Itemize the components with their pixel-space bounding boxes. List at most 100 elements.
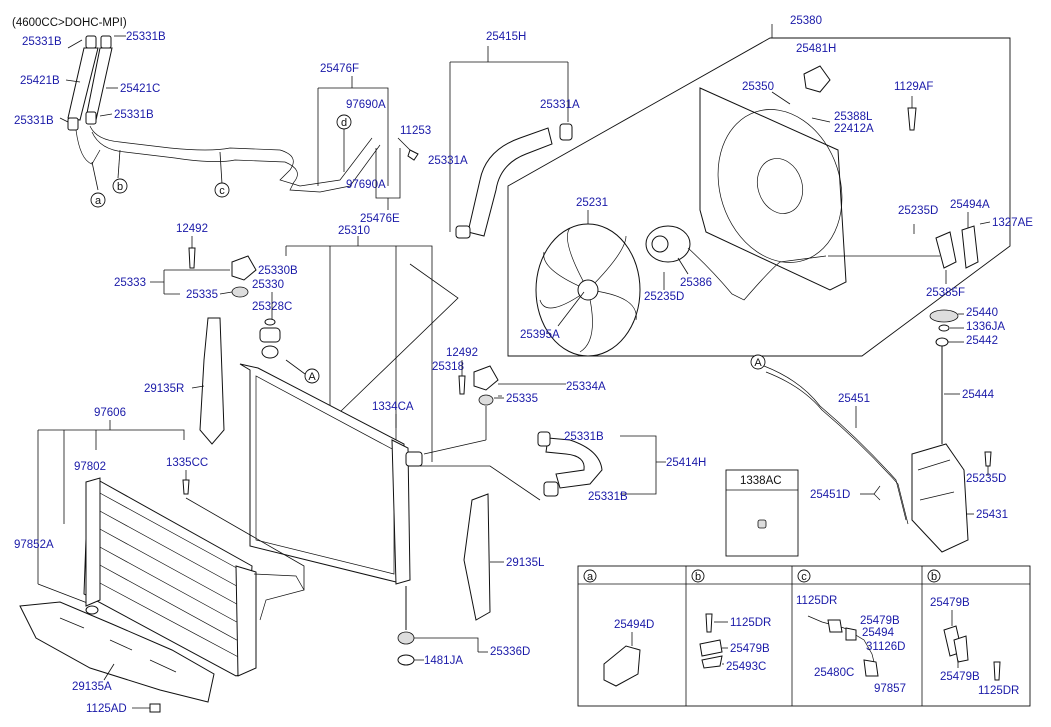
air-guard-29135L (463, 493, 491, 621)
detail-d-25479B-b: 25479B (940, 671, 980, 683)
label-22412A: 22412A (834, 123, 874, 135)
bracket-25330B (231, 255, 257, 281)
label-25421B: 25421B (20, 75, 60, 87)
label-25331A-a: 25331A (540, 99, 580, 111)
label-25476F: 25476F (320, 63, 359, 75)
label-25331B-d: 25331B (114, 109, 154, 121)
label-25440: 25440 (966, 307, 998, 319)
callout-A2 (750, 354, 766, 370)
fan-clip-25481H (803, 65, 831, 93)
label-12492-a: 12492 (176, 223, 208, 235)
label-1336JA: 1336JA (966, 321, 1005, 333)
bracket-25334A (473, 365, 499, 391)
label-25235D-b: 25235D (898, 205, 938, 217)
label-25476E: 25476E (360, 213, 400, 225)
label-25331B-f: 25331B (588, 491, 628, 503)
label-25331A-b: 25331A (428, 155, 468, 167)
clip-1338AC (757, 519, 767, 529)
detail-table: a b c b 25494D 1125DR 25479B 25493C 1125… (577, 565, 1031, 707)
detail-header-c: c (801, 571, 807, 583)
label-25395A: 25395A (520, 329, 560, 341)
label-1125AD: 1125AD (86, 703, 127, 715)
callout-d (336, 114, 352, 130)
label-25334A: 25334A (566, 381, 606, 393)
label-25331B-e: 25331B (564, 431, 604, 443)
label-25415H: 25415H (486, 31, 526, 43)
label-1335CC: 1335CC (166, 457, 208, 469)
detail-c-1125DR: 1125DR (796, 595, 837, 607)
label-97852A: 97852A (14, 539, 54, 551)
label-25335-b: 25335 (506, 393, 538, 405)
label-97606: 97606 (94, 407, 126, 419)
label-11253: 11253 (400, 125, 431, 137)
label-25388L: 25388L (834, 111, 873, 123)
clamp-25331A-a (559, 123, 573, 141)
clamp-25331B-d (85, 111, 97, 125)
label-1334CA: 1334CA (372, 401, 414, 413)
radiator-core (239, 363, 405, 583)
label-12492-b: 12492 (446, 347, 478, 359)
label-25331B-c: 25331B (14, 115, 54, 127)
detail-b-25479B: 25479B (730, 643, 770, 655)
label-29135R: 29135R (144, 383, 184, 395)
air-guard-29135R (199, 317, 225, 445)
label-25414H: 25414H (666, 457, 706, 469)
label-1327AE: 1327AE (992, 217, 1033, 229)
svg-text:b: b (117, 181, 123, 193)
label-25318: 25318 (432, 361, 464, 373)
detail-b-25493C: 25493C (726, 661, 766, 673)
label-29135A: 29135A (72, 681, 112, 693)
label-25235D-a: 25235D (644, 291, 684, 303)
svg-text:A: A (754, 357, 762, 369)
oil-cooler-hose-group (59, 35, 381, 193)
label-25451D: 25451D (810, 489, 850, 501)
detail-d-25479B-a: 25479B (930, 597, 970, 609)
label-25451: 25451 (838, 393, 870, 405)
fan-shroud (699, 87, 847, 291)
clamp-25331A-b (455, 225, 471, 239)
callout-b (112, 178, 128, 194)
label-25235D-c: 25235D (966, 473, 1006, 485)
label-25385F: 25385F (926, 287, 965, 299)
radiator-cap-25330 (259, 327, 281, 343)
clamp-25331B-a (85, 35, 97, 49)
label-25310: 25310 (338, 225, 370, 237)
insulator-25335-b (478, 394, 494, 406)
label-25231: 25231 (576, 197, 608, 209)
lower-radiator-hose (545, 437, 603, 489)
label-25330: 25330 (252, 279, 284, 291)
detail-c-97857: 97857 (874, 683, 906, 695)
label-25331B-a: 25331B (22, 36, 62, 48)
clamp-25331B-b (100, 35, 112, 49)
detail-c-31126D: 31126D (866, 641, 905, 653)
part-box-1338AC (725, 469, 799, 557)
label-25444: 25444 (962, 389, 995, 401)
callout-a (90, 192, 106, 208)
detail-d-1125DR: 1125DR (978, 685, 1019, 697)
callout-A1 (304, 368, 320, 384)
label-25350: 25350 (742, 81, 774, 93)
insulator-25335-a (231, 286, 249, 298)
label-1481JA: 1481JA (424, 655, 463, 667)
clamp-25331B-c (67, 117, 79, 131)
detail-c-25480C: 25480C (814, 667, 854, 679)
label-1338AC: 1338AC (740, 475, 782, 487)
label-97802: 97802 (74, 461, 106, 473)
reservoir-cap-25440 (929, 309, 959, 323)
label-25333: 25333 (114, 277, 146, 289)
label-25431: 25431 (976, 509, 1008, 521)
fan-assembly-box (507, 37, 1011, 357)
drain-plug-25336D (397, 631, 415, 645)
clamp-25331B-f (543, 481, 559, 497)
engine-note: (4600CC>DOHC-MPI) (12, 17, 127, 29)
svg-text:c: c (219, 185, 225, 197)
svg-text:a: a (95, 195, 102, 207)
detail-c-25494: 25494 (862, 627, 895, 639)
air-deflector-29135A (19, 601, 215, 703)
detail-header-b: b (695, 571, 701, 583)
label-29135L: 29135L (506, 557, 545, 569)
label-25386: 25386 (680, 277, 712, 289)
hose-25421B (67, 47, 99, 121)
upper-radiator-hose (467, 127, 553, 237)
